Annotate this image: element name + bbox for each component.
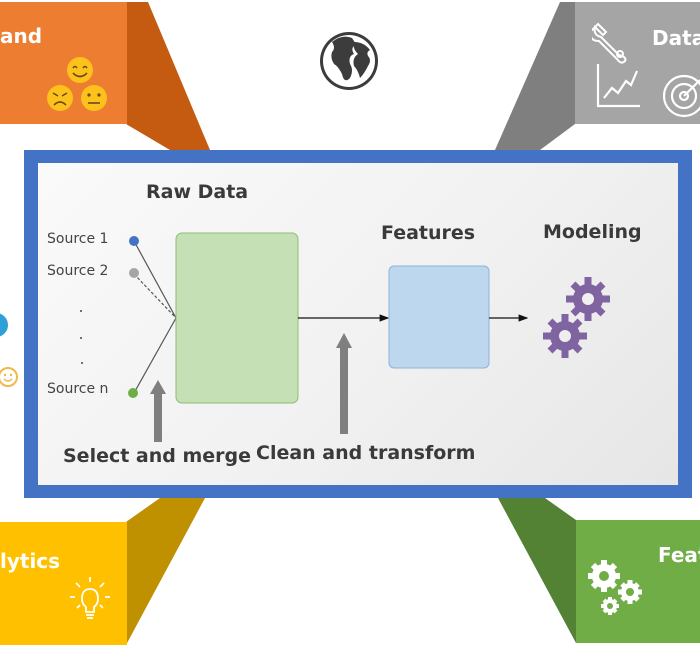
globe-icon bbox=[320, 32, 378, 90]
features-label: Features bbox=[381, 222, 476, 244]
source-n-label: Source n bbox=[47, 381, 109, 397]
sentiment-emojis bbox=[47, 57, 107, 111]
neutral-face-icon bbox=[81, 85, 107, 111]
source-1-link bbox=[133, 240, 177, 319]
bottom-left-card-title: lytics bbox=[0, 549, 61, 573]
source-2-link bbox=[133, 273, 177, 319]
raw-data-label: Raw Data bbox=[146, 181, 249, 203]
clean-transform-arrow bbox=[336, 333, 352, 434]
gear-medium bbox=[618, 580, 642, 604]
ellipsis-dot bbox=[80, 310, 82, 312]
top-right-card-connector bbox=[495, 2, 575, 150]
gear-small bbox=[601, 597, 619, 615]
source-n-link bbox=[133, 317, 177, 394]
source-1-dot bbox=[129, 236, 139, 246]
top-left-card-title: and bbox=[0, 24, 43, 48]
line-chart-icon bbox=[596, 64, 640, 108]
clean-transform-label: Clean and transform bbox=[256, 442, 476, 464]
ellipsis-dot bbox=[81, 362, 83, 364]
source-1-label: Source 1 bbox=[47, 231, 109, 247]
lightbulb-icon bbox=[70, 577, 110, 619]
wrench-icon bbox=[592, 22, 627, 64]
gear-lower bbox=[543, 314, 587, 358]
angry-face-icon bbox=[47, 85, 73, 111]
gears-icon bbox=[588, 560, 642, 615]
target-icon bbox=[662, 74, 700, 118]
top-left-card-connector bbox=[126, 2, 210, 150]
smiling-face-icon bbox=[67, 57, 93, 83]
select-merge-label: Select and merge bbox=[63, 445, 252, 467]
source-2-label: Source 2 bbox=[47, 263, 109, 279]
top-right-card bbox=[575, 2, 700, 124]
bottom-left-card bbox=[0, 522, 127, 645]
ellipsis-dot bbox=[80, 337, 82, 339]
smiley-outline-icon bbox=[0, 367, 18, 387]
top-right-card-title: Data bbox=[652, 26, 700, 50]
select-merge-arrow bbox=[150, 380, 166, 442]
modeling-label: Modeling bbox=[543, 221, 642, 243]
bottom-left-card-connector bbox=[126, 498, 205, 645]
data-card-icons bbox=[592, 22, 700, 118]
bottom-right-card-connector bbox=[498, 498, 576, 643]
gear-large bbox=[588, 560, 620, 592]
raw-data-box bbox=[175, 232, 299, 404]
bottom-right-card-title: Feat bbox=[658, 543, 700, 567]
blue-circle-icon bbox=[0, 313, 8, 337]
gear-upper bbox=[566, 277, 610, 321]
features-box bbox=[388, 265, 490, 369]
source-2-dot bbox=[129, 268, 139, 278]
source-n-dot bbox=[128, 388, 138, 398]
modeling-gears-icon bbox=[543, 277, 610, 358]
